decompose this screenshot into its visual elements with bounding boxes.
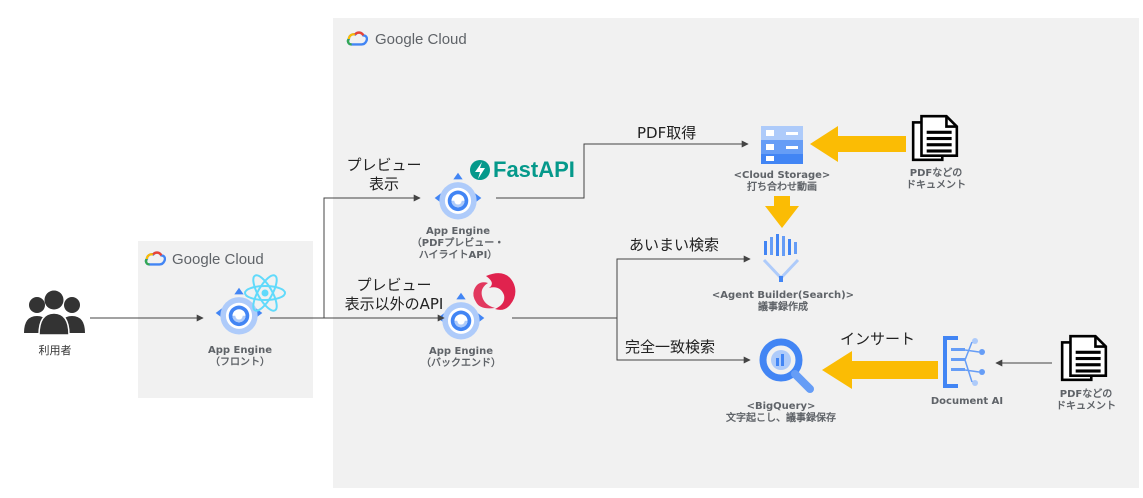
- pdf-docs-top-line2: ドキュメント: [906, 180, 966, 191]
- fastapi-logo-text: FastAPI: [493, 157, 575, 182]
- app-engine-preview-icon: [434, 172, 482, 220]
- flow-label-preview-line2: 表示: [368, 175, 399, 193]
- flow-label-other-api: プレビュー 表示以外のAPI: [332, 276, 456, 314]
- fastapi-bolt-icon: [470, 160, 490, 180]
- users-icon: [24, 290, 85, 336]
- flow-label-pdf-fetch: PDF取得: [637, 124, 697, 142]
- preview-api-subtitle-line2: ハイライトAPI）: [418, 250, 498, 261]
- react-icon: [244, 274, 286, 312]
- flow-label-exact-search: 完全一致検索: [625, 338, 716, 356]
- pdf-docs-bottom-label: PDFなどの ドキュメント: [1038, 389, 1134, 413]
- pdf-docs-top-line1: PDFなどの: [909, 168, 963, 179]
- nestjs-icon: [473, 273, 516, 310]
- bigquery-subtitle: 文字起こし、議事録保存: [726, 413, 836, 424]
- cloud-storage-icon: [761, 126, 803, 164]
- connector-backend-to-bigquery: [616, 318, 751, 364]
- user-label: 利用者: [38, 344, 72, 357]
- backend-subtitle: （バックエンド）: [421, 358, 501, 369]
- preview-api-title: App Engine: [426, 226, 490, 237]
- pdf-document-icon: [1060, 334, 1108, 382]
- pdf-document-icon: [911, 114, 959, 162]
- frontend-title: App Engine: [208, 345, 272, 356]
- preview-api-subtitle-line1: （PDFプレビュー・: [411, 238, 505, 249]
- agent-builder-subtitle: 議事録作成: [758, 302, 808, 313]
- bigquery-icon: [759, 338, 814, 393]
- frontend-subtitle: （フロント）: [210, 357, 270, 368]
- google-cloud-outer-panel: [333, 18, 1139, 488]
- google-cloud-outer-label: Google Cloud: [375, 31, 467, 48]
- backend-node: App Engine （バックエンド）: [401, 346, 521, 370]
- document-ai-icon: [943, 336, 985, 388]
- google-cloud-inner-label: Google Cloud: [172, 251, 264, 268]
- agent-builder-node: <Agent Builder(Search)> 議事録作成: [703, 290, 863, 314]
- bigquery-node: <BigQuery> 文字起こし、議事録保存: [711, 401, 851, 425]
- cloud-storage-title: <Cloud Storage>: [733, 170, 831, 181]
- flow-label-fuzzy-search: あいまい検索: [629, 236, 720, 254]
- orange-arrow-docai-to-bigquery: [822, 351, 938, 389]
- flow-label-preview-line1: プレビュー: [346, 156, 422, 174]
- flow-label-other-line1: プレビュー: [356, 276, 432, 294]
- connector-backend-to-agent-builder: [512, 255, 751, 319]
- pdf-docs-top-label: PDFなどの ドキュメント: [888, 168, 984, 192]
- document-ai-title: Document AI: [930, 396, 1004, 407]
- backend-title: App Engine: [429, 346, 493, 357]
- flow-label-insert: インサート: [840, 330, 916, 348]
- connector-frontend-to-preview: [323, 194, 421, 318]
- cloud-storage-node: <Cloud Storage> 打ち合わせ動画: [711, 170, 853, 194]
- orange-arrow-storage-to-agent-builder: [765, 196, 799, 228]
- agent-builder-title: <Agent Builder(Search)>: [711, 290, 855, 301]
- frontend-node: App Engine （フロント）: [180, 345, 300, 369]
- preview-api-node: App Engine （PDFプレビュー・ ハイライトAPI）: [393, 226, 523, 262]
- google-cloud-logo-icon: [144, 251, 166, 266]
- orange-arrow-pdf-to-storage: [810, 126, 906, 162]
- pdf-docs-bottom-line2: ドキュメント: [1056, 401, 1116, 412]
- cloud-storage-subtitle: 打ち合わせ動画: [747, 182, 817, 193]
- google-cloud-logo-icon: [346, 31, 368, 46]
- pdf-docs-bottom-line1: PDFなどの: [1059, 389, 1113, 400]
- flow-label-preview: プレビュー 表示: [332, 156, 436, 194]
- flow-label-other-line2: 表示以外のAPI: [344, 295, 444, 313]
- connector-preview-to-storage: [496, 140, 749, 199]
- bigquery-title: <BigQuery>: [746, 401, 816, 412]
- agent-builder-search-icon: [762, 234, 800, 282]
